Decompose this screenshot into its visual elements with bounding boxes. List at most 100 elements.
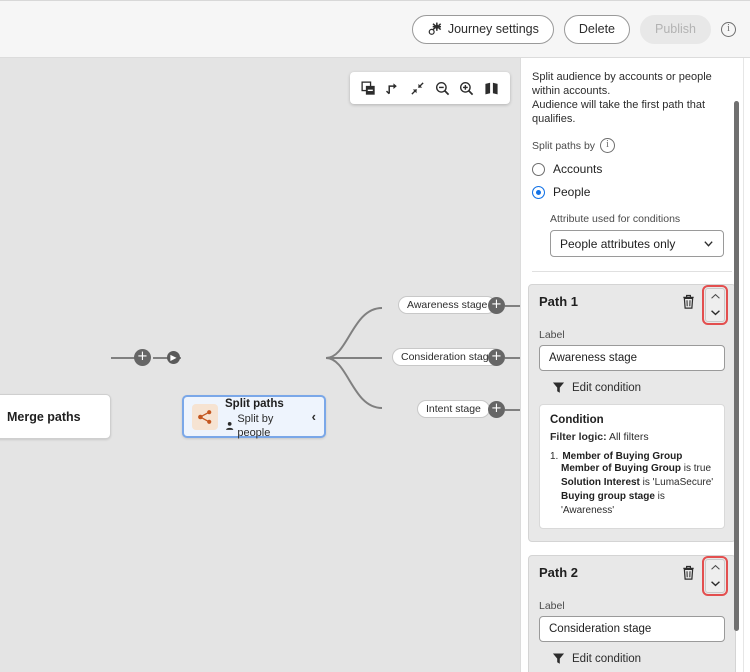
split-paths-by-row: Split paths by i [532, 138, 732, 153]
chevron-down-icon[interactable] [710, 580, 721, 589]
node-split-paths[interactable]: Split paths Split by people ‹ [182, 395, 326, 440]
path-1-condition-line-1: Member of Buying Group is true [561, 462, 714, 476]
path-1-header: Path 1 [539, 285, 728, 325]
person-icon [226, 421, 234, 430]
path-1-line-3-attr: Buying group stage [561, 491, 655, 502]
add-step-button-branch-3[interactable]: + [488, 401, 505, 418]
path-card-2: Path 2 Label Consider [528, 555, 736, 672]
radio-accounts-icon [532, 162, 545, 176]
journey-canvas[interactable]: Merge paths + ▶ Split paths Split by peo… [0, 58, 520, 672]
path-2-header: Path 2 [539, 556, 728, 596]
reorder-path-2-stepper[interactable] [702, 556, 728, 596]
path-1-label-caption: Label [539, 329, 565, 341]
branch-label-2[interactable]: Consideration stage [392, 348, 504, 366]
add-step-button-1[interactable]: + [134, 349, 151, 366]
path-1-filter-logic: Filter logic: All filters [550, 431, 714, 443]
path-1-label-value: Awareness stage [549, 352, 638, 364]
split-paths-by-info-icon[interactable]: i [600, 138, 616, 153]
panel-scrollbar[interactable] [734, 101, 739, 631]
info-icon[interactable]: i [721, 21, 736, 37]
path-1-line-1-rest: is true [681, 463, 712, 474]
edge-branch1-tail [505, 305, 520, 307]
attribute-label: Attribute used for conditions [550, 213, 681, 225]
path-2-label-caption: Label [539, 600, 565, 612]
delete-label: Delete [578, 22, 615, 36]
path-1-line-2-rest: is 'LumaSecure' [639, 477, 714, 488]
path-2-label-input[interactable]: Consideration stage [539, 616, 725, 642]
split-paths-subtitle: Split by people [225, 412, 305, 440]
branch-label-3-text: Intent stage [426, 403, 481, 415]
path-1-line-3-rest: is 'Awareness' [561, 491, 665, 516]
path-1-filter-logic-caption: Filter logic: [550, 431, 607, 443]
path-1-edit-condition-button[interactable]: Edit condition [552, 381, 725, 394]
path-1-label-input[interactable]: Awareness stage [539, 345, 725, 371]
reorder-path-1-stepper[interactable] [702, 285, 728, 325]
path-1-line-2-attr: Solution Interest [561, 477, 640, 488]
chevron-down-icon[interactable] [710, 309, 721, 318]
path-1-condition-number: 1. [550, 451, 559, 462]
panel-description-line2: Audience will take the first path that q… [532, 99, 706, 125]
publish-button[interactable]: Publish [640, 14, 711, 44]
zoom-out-icon[interactable] [432, 78, 452, 98]
path-1-condition-lines: Member of Buying Group is true Solution … [561, 462, 714, 518]
split-paths-subtitle-text: Split by people [237, 412, 274, 439]
chevron-left-icon[interactable]: ‹ [311, 409, 316, 424]
path-1-line-1-attr: Member of Buying Group [561, 463, 681, 474]
attribute-select-value: People attributes only [560, 236, 676, 251]
undo-icon[interactable] [383, 78, 403, 98]
split-paths-settings-panel: Split audience by accounts or people wit… [520, 58, 743, 672]
path-1-condition-item: 1. Member of Buying Group [550, 451, 714, 462]
publish-label: Publish [655, 22, 696, 36]
connector-arrow-icon: ▶ [167, 351, 180, 364]
add-step-button-branch-2[interactable]: + [488, 349, 505, 366]
minimap-icon[interactable] [482, 78, 502, 98]
attribute-section: Attribute used for conditions People att… [550, 213, 732, 257]
path-1-title: Path 1 [539, 294, 579, 309]
chevron-down-icon [704, 241, 713, 247]
branch-label-3[interactable]: Intent stage [417, 400, 490, 418]
path-card-1: Path 1 Label Awarenes [528, 284, 736, 542]
delete-path-2-icon[interactable] [681, 565, 699, 583]
radio-option-accounts[interactable]: Accounts [532, 162, 732, 176]
canvas-toolbar [350, 72, 510, 104]
edge-merge-to-plus [111, 357, 137, 359]
branch-label-1-text: Awareness stage [407, 299, 488, 311]
node-merge-paths[interactable]: Merge paths [0, 394, 111, 439]
delete-path-1-icon[interactable] [681, 294, 699, 312]
path-1-condition-box: Condition Filter logic: All filters 1. M… [539, 404, 725, 529]
branch-edges [326, 307, 383, 409]
radio-accounts-label: Accounts [553, 162, 603, 176]
gear-icon [428, 22, 442, 35]
path-1-condition-line-2: Solution Interest is 'LumaSecure' [561, 476, 714, 490]
journey-settings-button[interactable]: Journey settings [411, 14, 554, 44]
radio-people-label: People [553, 185, 591, 199]
filter-icon [552, 382, 565, 393]
radio-people-icon [532, 185, 545, 199]
edge-branch3-tail [505, 409, 520, 411]
path-2-edit-condition-label: Edit condition [572, 652, 642, 665]
zoom-in-icon[interactable] [457, 78, 477, 98]
path-1-condition-heading: Member of Buying Group [562, 451, 683, 462]
split-paths-by-label: Split paths by [532, 139, 596, 152]
path-1-edit-condition-label: Edit condition [572, 381, 642, 394]
fit-screen-icon[interactable] [408, 78, 428, 98]
panel-divider [532, 271, 732, 272]
journey-settings-label: Journey settings [447, 22, 539, 36]
path-1-condition-list: 1. Member of Buying Group Member of Buyi… [550, 451, 714, 518]
chevron-up-icon[interactable] [710, 293, 721, 302]
duplicate-icon[interactable] [358, 78, 378, 98]
path-2-edit-condition-button[interactable]: Edit condition [552, 652, 725, 665]
filter-icon [552, 653, 565, 664]
path-1-condition-line-3: Buying group stage is 'Awareness' [561, 490, 714, 518]
split-paths-icon [192, 403, 218, 430]
add-step-button-branch-1[interactable]: + [488, 297, 505, 314]
radio-option-people[interactable]: People [532, 185, 732, 199]
split-paths-title: Split paths [225, 397, 284, 410]
panel-top-section: Split audience by accounts or people wit… [521, 58, 743, 272]
right-edge-gutter [743, 58, 750, 672]
edge-branch2-tail [505, 357, 520, 359]
attribute-select[interactable]: People attributes only [550, 230, 724, 257]
branch-label-1[interactable]: Awareness stage [398, 296, 497, 314]
delete-button[interactable]: Delete [563, 14, 630, 44]
chevron-up-icon[interactable] [710, 564, 721, 573]
